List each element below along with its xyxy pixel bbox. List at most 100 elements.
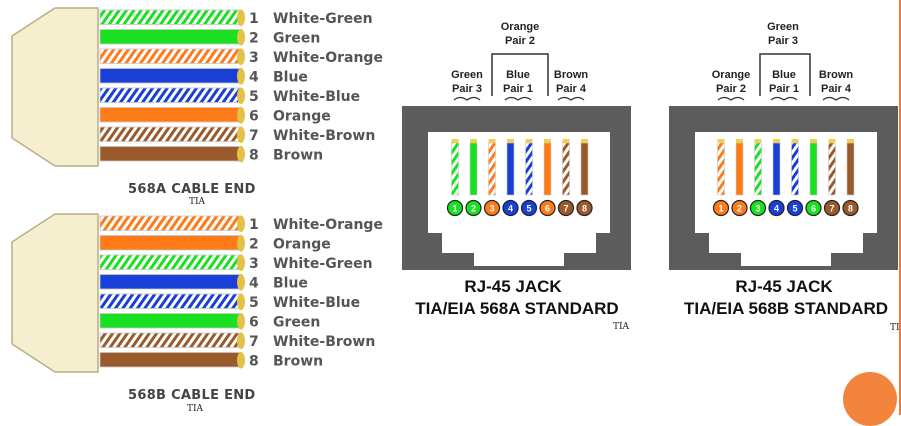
pin-number-badge: [483, 199, 501, 217]
pin-number: 6: [249, 108, 259, 124]
left-pair-number: Pair 3: [452, 83, 482, 95]
plug-body: [11, 213, 99, 373]
pin-number: 6: [545, 204, 550, 214]
pin-number: 3: [489, 204, 494, 214]
jack-pin-contact: [544, 139, 551, 143]
pin-contact: [237, 352, 245, 369]
pin-number: 4: [774, 204, 779, 214]
jack-pin-contact: [754, 139, 762, 143]
jack-pin-contact: [717, 139, 725, 143]
pin-contact: [237, 235, 245, 252]
jack-wire: [772, 142, 781, 196]
pin-number: 8: [582, 204, 587, 214]
wire-white-green: [99, 254, 241, 270]
pin-number: 8: [249, 353, 259, 369]
jack-sub-label: TIA: [613, 322, 630, 332]
pin-contact: [237, 48, 245, 65]
top-pair-number: Pair 3: [768, 35, 798, 47]
jack-pin-contact: [581, 139, 588, 143]
pin-number: 2: [249, 30, 259, 46]
jack-pin-contact: [451, 139, 459, 143]
pin-color-label: Brown: [273, 147, 323, 163]
pin-number: 3: [249, 50, 259, 66]
pin-contact: [237, 146, 245, 163]
pin-contact: [237, 313, 245, 330]
pin-contact: [237, 9, 245, 26]
jack-wire: [791, 142, 799, 196]
pin-color-label: White-Orange: [273, 217, 383, 233]
wire-green: [99, 29, 241, 45]
cable-caption: 568B CABLE END: [128, 388, 256, 403]
jack-pin-contact: [791, 139, 799, 143]
pin-color-label: White-Blue: [273, 89, 360, 105]
pin-number: 8: [249, 147, 259, 163]
left-pair-number: Pair 2: [716, 83, 746, 95]
mid-pair-brace: [504, 96, 532, 101]
jack-pin-contact: [470, 139, 477, 143]
wire-blue: [99, 274, 241, 290]
right-pair-number: Pair 4: [821, 83, 852, 95]
pin-number: 6: [811, 204, 816, 214]
pin-color-label: Orange: [273, 236, 331, 252]
pin-contact: [237, 29, 245, 46]
pin-contact: [237, 126, 245, 143]
pin-number: 1: [249, 11, 259, 27]
mid-pair-brace: [770, 96, 798, 101]
jack-pin-contact: [810, 139, 817, 143]
pin-number: 3: [249, 256, 259, 272]
jack-wire: [562, 142, 570, 196]
wire-green: [99, 313, 241, 329]
pin-number-badge: [576, 199, 593, 217]
top-pair-bracket: [759, 53, 811, 96]
cable-sub-label: TIA: [189, 197, 206, 207]
right-pair-number: Pair 4: [556, 83, 587, 95]
pin-contact: [237, 68, 245, 85]
pin-number: 4: [249, 275, 259, 291]
jack-pin-contact: [488, 139, 496, 143]
jack-sub-label: TI: [890, 323, 900, 333]
pin-number: 5: [249, 295, 259, 311]
pin-number: 7: [249, 334, 259, 350]
cable-sub-label: TIA: [187, 404, 204, 414]
pin-number: 5: [249, 89, 259, 105]
pin-contact: [237, 87, 245, 104]
jack-568a: Orange Pair 2 Green Pair 3 Blue Pair 1 B…: [402, 21, 631, 332]
pin-number: 8: [848, 204, 853, 214]
jack-pin-contact: [736, 139, 743, 143]
pin-color-label: White-Blue: [273, 295, 360, 311]
jack-title: RJ-45 JACK: [464, 277, 562, 296]
wire-white-brown: [99, 332, 241, 348]
jack-wire: [543, 142, 552, 196]
pin-color-label: Brown: [273, 353, 323, 369]
wire-brown: [99, 146, 241, 162]
wire-orange: [99, 107, 241, 123]
pin-number: 3: [755, 204, 760, 214]
pin-number: 4: [249, 69, 259, 85]
jack-wire: [809, 142, 818, 196]
pin-number-badge: [520, 199, 538, 217]
top-pair-bracket: [491, 53, 549, 96]
pin-contact: [237, 293, 245, 310]
cable-caption: 568A CABLE END: [128, 182, 256, 197]
wire-white-blue: [99, 87, 241, 103]
wire-white-orange: [99, 215, 241, 231]
jack-wire: [469, 142, 478, 196]
pin-contact: [237, 215, 245, 232]
wire-white-blue: [99, 293, 241, 309]
pin-color-label: Green: [273, 30, 320, 46]
jack-wire: [846, 142, 855, 196]
jack-pin-contact: [828, 139, 836, 143]
jack-wire: [488, 142, 496, 196]
top-pair-number: Pair 2: [505, 35, 535, 47]
pin-number: 2: [249, 236, 259, 252]
pin-number-badge: [446, 199, 464, 217]
pin-color-label: Green: [273, 314, 320, 330]
pin-number: 2: [737, 204, 742, 214]
pin-contact: [237, 274, 245, 291]
